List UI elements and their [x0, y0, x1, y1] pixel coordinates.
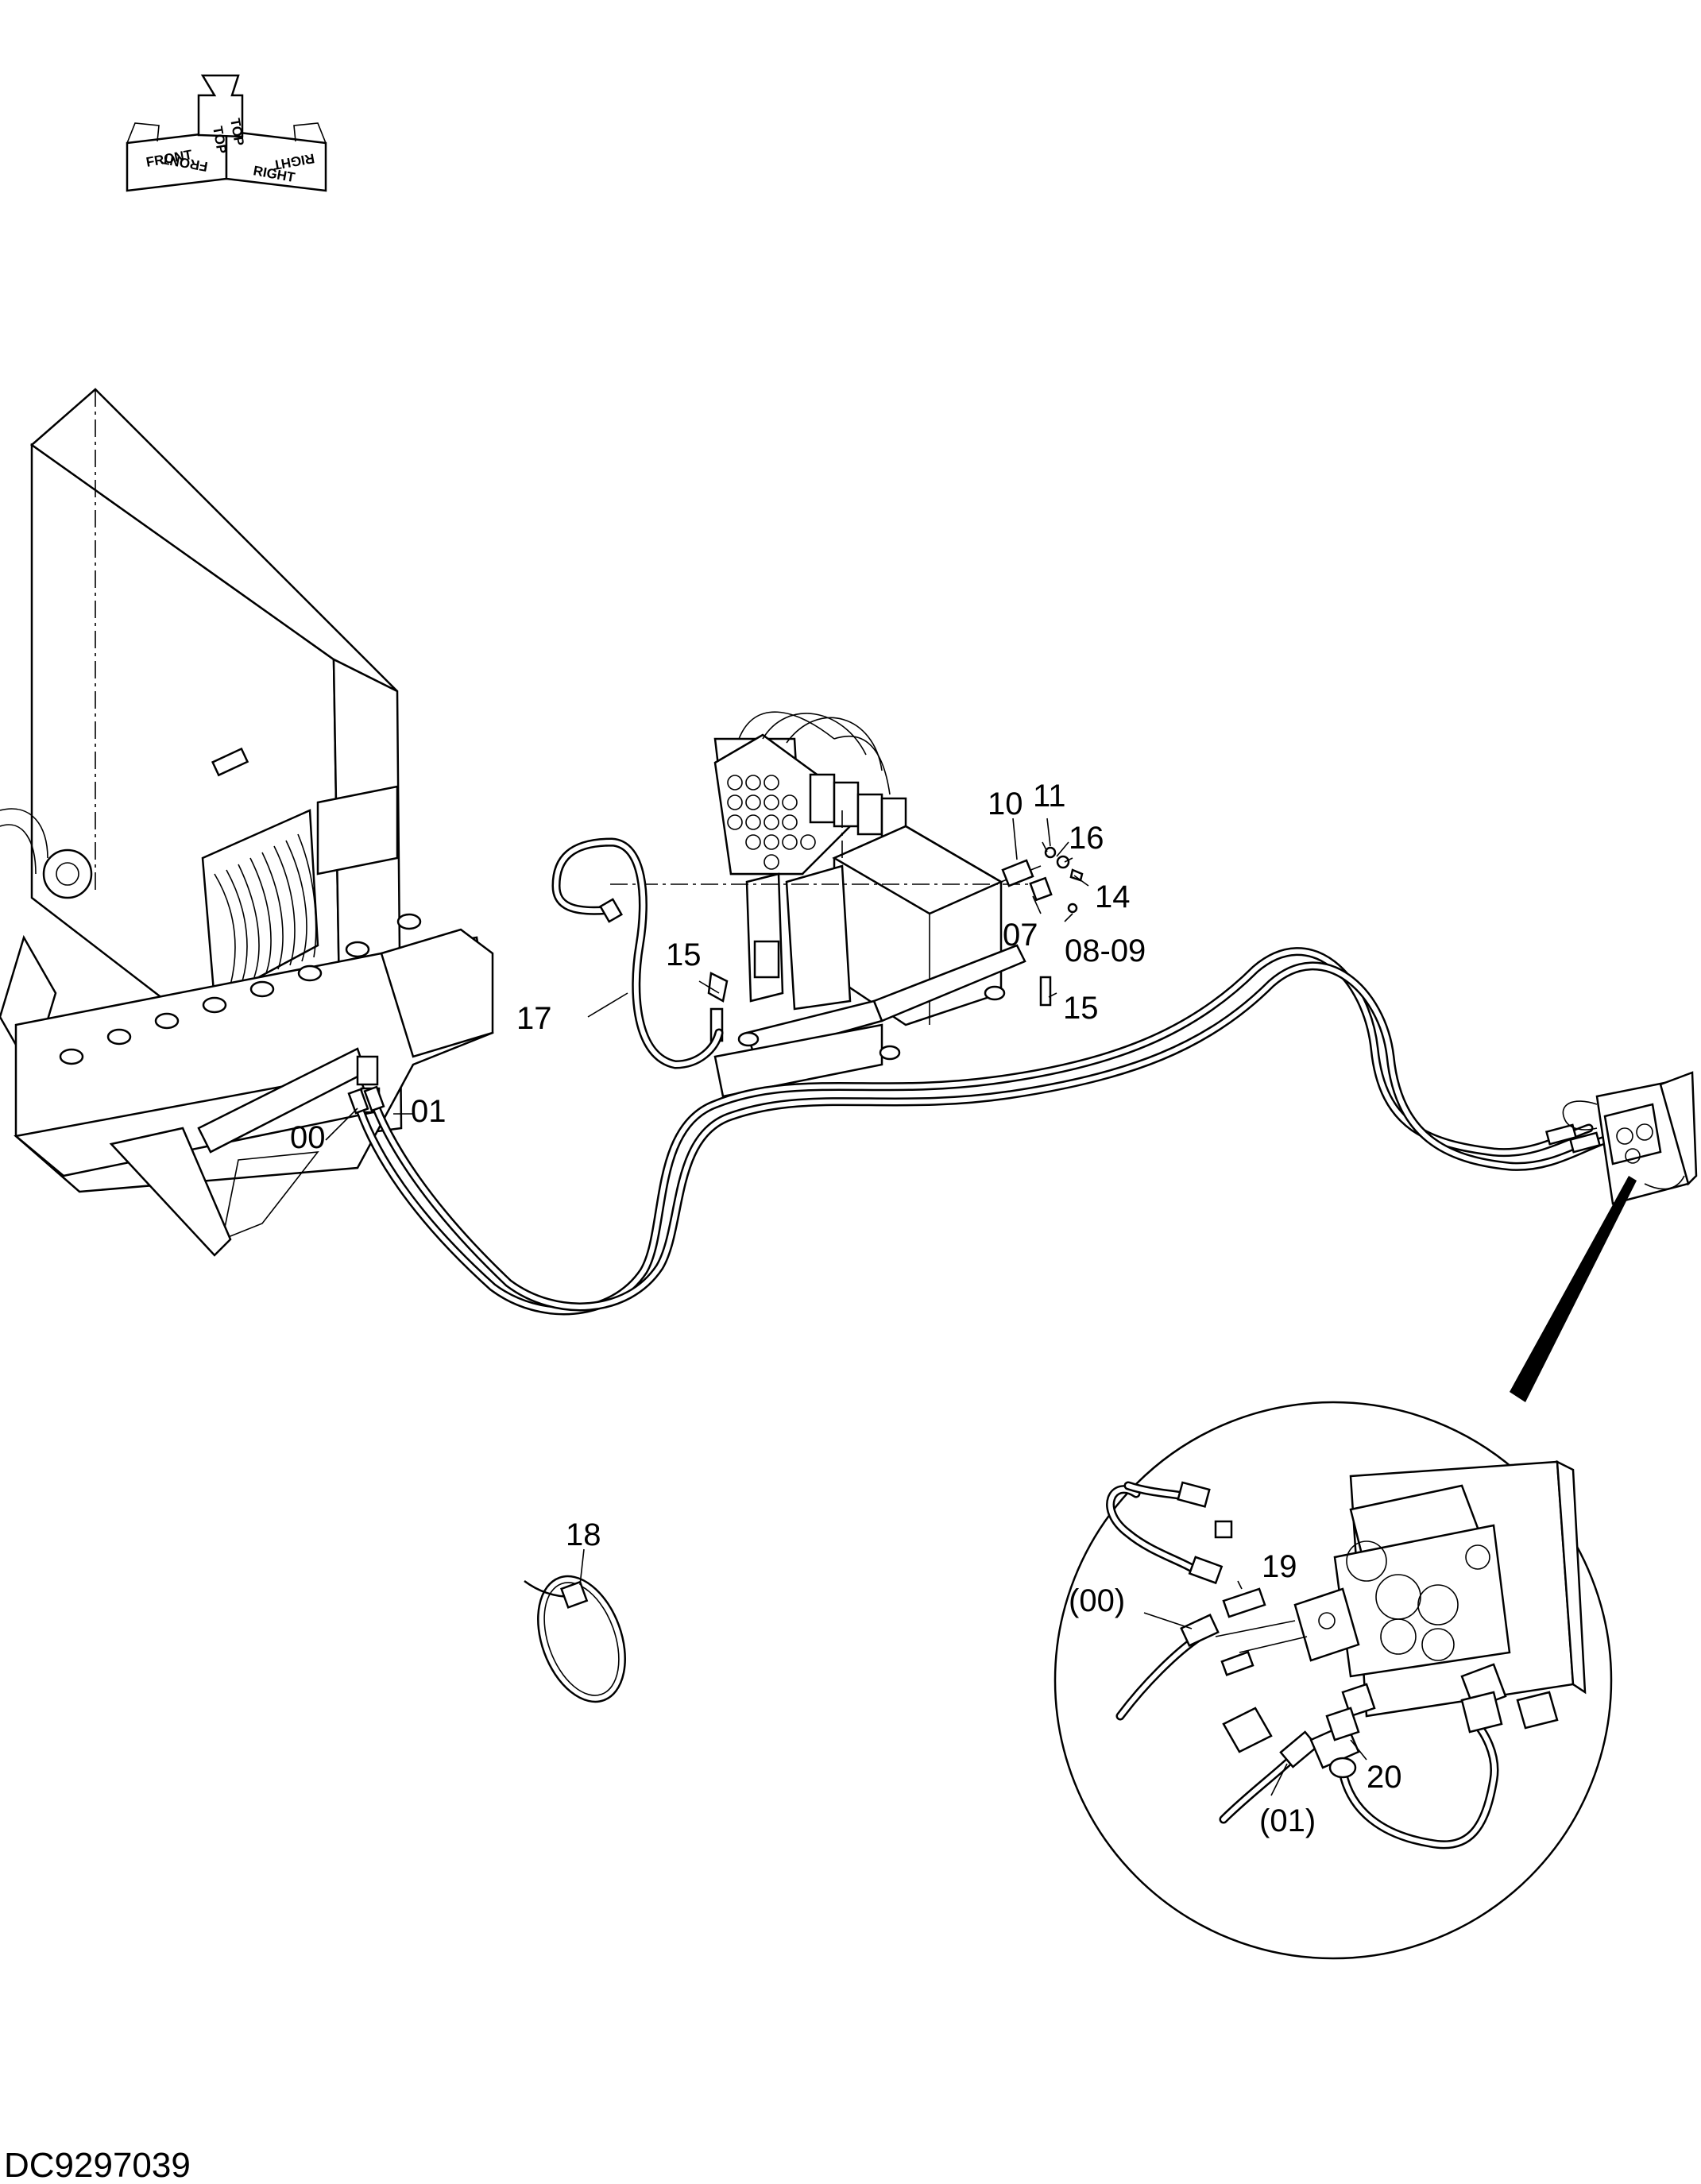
detail-pointer — [1510, 1176, 1637, 1402]
hose-00-01 — [347, 947, 1610, 1316]
leader-lines — [325, 818, 1367, 1796]
drawing-number: DC9297039 — [4, 2146, 191, 2184]
callout-07: 07 — [1003, 918, 1038, 953]
callout-00-detail: (00) — [1069, 1583, 1125, 1618]
bolt-heads — [59, 913, 422, 1065]
valve-knobs — [727, 775, 816, 870]
callout-00: 00 — [290, 1120, 326, 1155]
cable-bundle — [214, 833, 317, 986]
band-clamp — [524, 1575, 626, 1703]
callout-19: 19 — [1262, 1549, 1297, 1584]
orientation-indicator: TOP TOP FRONT FRONT RIGHT RIGHT — [126, 74, 327, 192]
callout-08-09: 08-09 — [1065, 934, 1146, 968]
callout-01: 01 — [411, 1094, 447, 1129]
callout-18: 18 — [566, 1517, 601, 1552]
valve-assembly — [610, 711, 1042, 1098]
callout-17: 17 — [516, 1001, 552, 1036]
callout-labels: 00 01 17 15 10 11 16 14 07 08-09 15 18 1… — [290, 779, 1402, 1838]
callout-20: 20 — [1367, 1760, 1402, 1795]
callout-11: 11 — [1033, 779, 1066, 814]
callout-15-right: 15 — [1063, 991, 1099, 1026]
callout-14: 14 — [1095, 879, 1131, 914]
callout-10: 10 — [988, 787, 1023, 821]
callout-01-detail: (01) — [1259, 1803, 1316, 1838]
right-valve-block — [1562, 1071, 1698, 1205]
callout-15-left: 15 — [666, 937, 702, 972]
control-box-assembly — [0, 388, 494, 1257]
callout-16: 16 — [1069, 821, 1104, 856]
detail-view — [1053, 1401, 1613, 1960]
hose-17 — [551, 837, 724, 1069]
bracket-and-fittings — [707, 841, 1084, 1042]
